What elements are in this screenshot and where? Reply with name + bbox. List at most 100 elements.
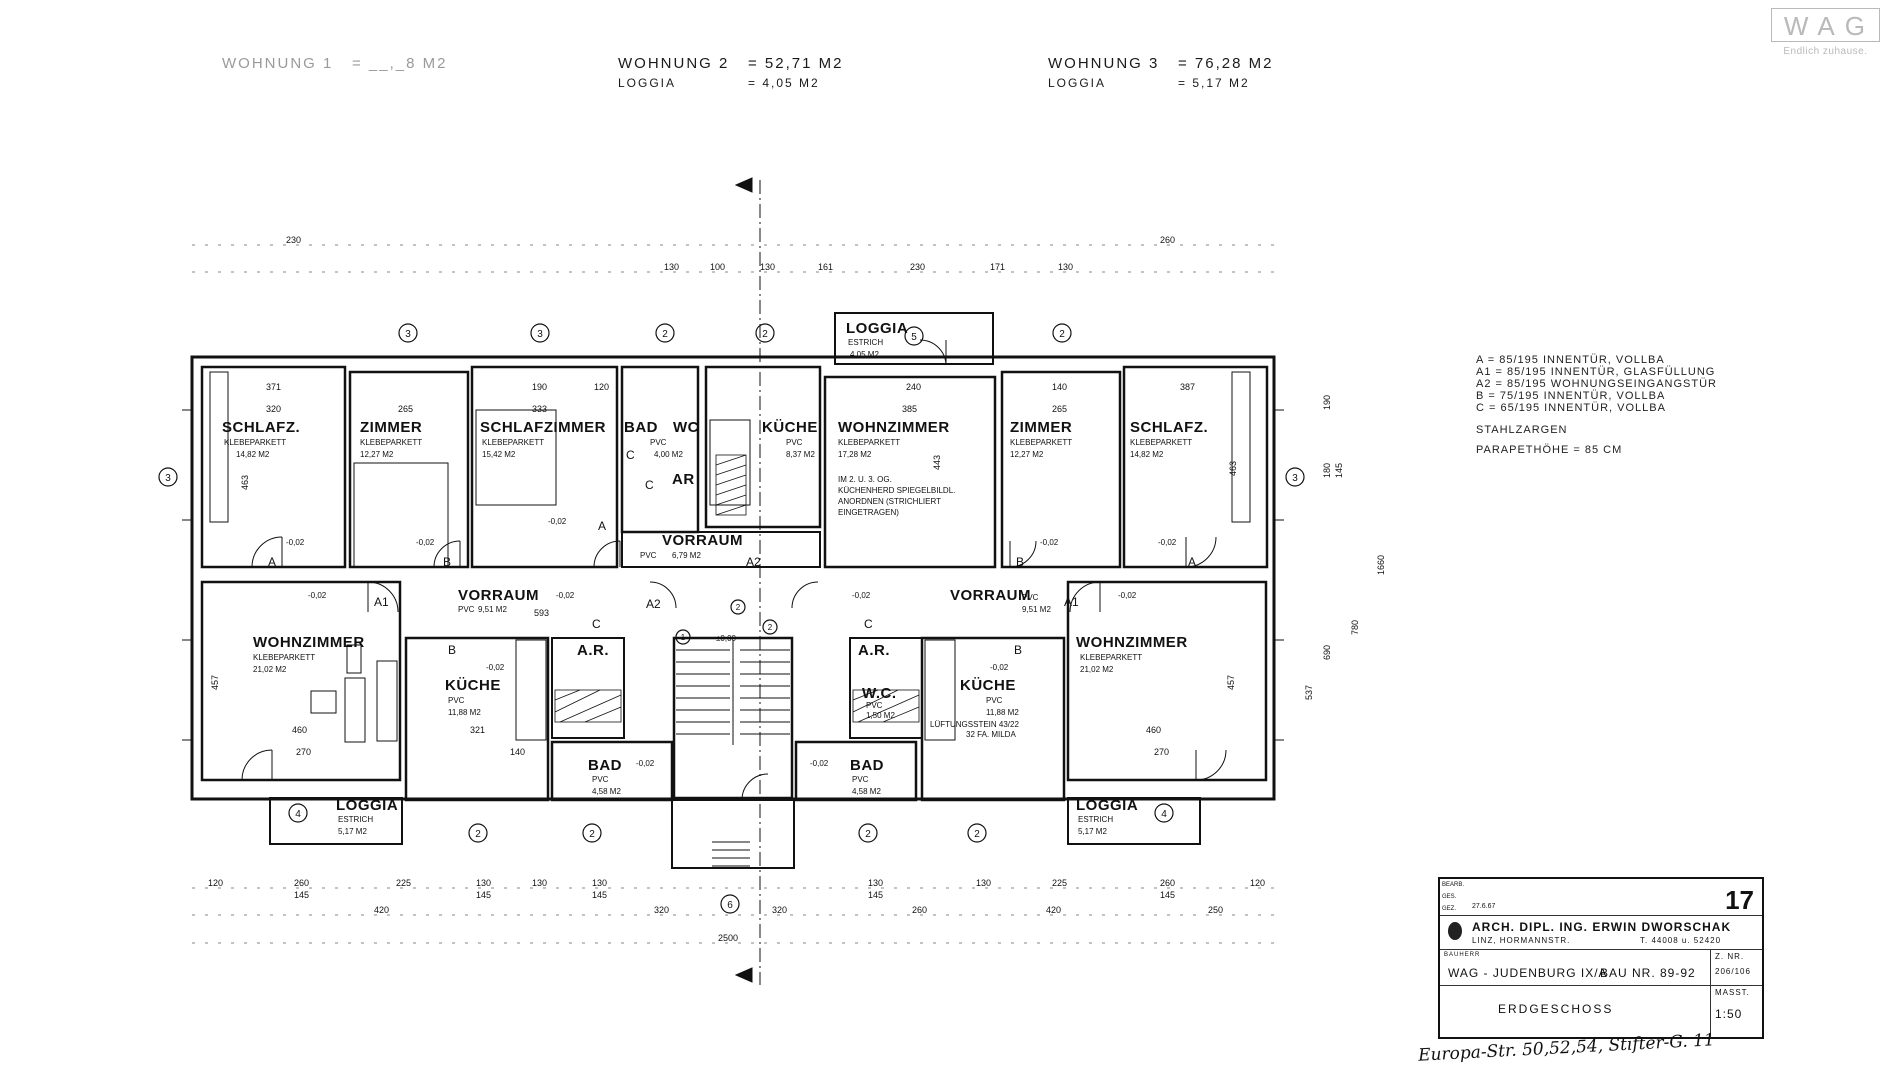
floor-schlafz-left: KLEBEPARKETT bbox=[224, 438, 286, 447]
dim-b1s-2: 145 bbox=[476, 890, 491, 900]
label-wc-right: W.C. bbox=[862, 685, 897, 702]
dim-b1s-3: 145 bbox=[592, 890, 607, 900]
label-vorraum-right: VORRAUM bbox=[950, 587, 1031, 604]
bed-schlafzimmer bbox=[475, 409, 557, 506]
label-ar-left: A.R. bbox=[577, 642, 609, 659]
zeichnung-cell: Z. NR. 206/106 bbox=[1710, 950, 1763, 986]
label-wohnzimmer-left: WOHNZIMMER bbox=[253, 634, 365, 651]
door-a-1: A bbox=[268, 555, 276, 569]
room-zimmer-right bbox=[1000, 370, 1122, 569]
dim-side-5: 780 bbox=[1350, 620, 1360, 635]
dim-depth-3: 457 bbox=[1226, 675, 1236, 690]
dim-b1-9: 225 bbox=[1052, 878, 1067, 888]
dimensions-rooms: 371 320 265 190 333 120 385 240 140 265 … bbox=[210, 382, 1238, 757]
dim-top-1: 230 bbox=[286, 235, 301, 245]
architect-name: ARCH. DIPL. ING. ERWIN DWORSCHAK bbox=[1472, 920, 1732, 934]
header-unit3-loggia-area: = 5,17 M2 bbox=[1178, 76, 1250, 90]
dim-top-2: 130 bbox=[664, 262, 679, 272]
header-unit3-label: WOHNUNG 3 bbox=[1048, 55, 1160, 72]
floor-bad-left: PVC bbox=[592, 775, 609, 784]
row-ges: GES. bbox=[1442, 894, 1457, 900]
area-schlafzimmer: 15,42 M2 bbox=[482, 450, 516, 459]
marker-2g: 2 bbox=[974, 829, 980, 840]
dim-b1-1: 120 bbox=[208, 878, 223, 888]
dim-room-15: 321 bbox=[470, 725, 485, 735]
logo-wordmark: WAG bbox=[1770, 8, 1880, 42]
label-vorraum-top: VORRAUM bbox=[662, 532, 743, 549]
level-marks: -0,02 -0,02 -0,02 -0,02 -0,02 -0,02 -0,0… bbox=[286, 517, 1177, 768]
section-arrow-bottom bbox=[734, 967, 753, 983]
room-zimmer-left bbox=[348, 370, 470, 569]
room-kueche-right bbox=[920, 636, 1066, 802]
floor-loggia-top: ESTRICH bbox=[848, 338, 883, 347]
title-block-rows: BEARB. GES. GEZ. bbox=[1440, 879, 1468, 915]
wardrobe-schlafz-right bbox=[1231, 371, 1251, 523]
label-loggia-left: LOGGIA bbox=[336, 797, 398, 814]
dim-room-10: 265 bbox=[1052, 404, 1067, 414]
door-c-2: C bbox=[626, 448, 635, 462]
door-legend: A = 85/195 INNENTÜR, VOLLBA A1 = 85/195 … bbox=[1476, 354, 1717, 456]
area-vorraum-top: 6,79 M2 bbox=[672, 551, 701, 560]
area-schlafz-right: 14,82 M2 bbox=[1130, 450, 1164, 459]
room-kueche-top bbox=[704, 365, 822, 529]
dim-room-13: 270 bbox=[296, 747, 311, 757]
level-11: -0,02 bbox=[990, 663, 1009, 672]
label-kueche-top: KÜCHE bbox=[762, 419, 818, 436]
note-kueche-right-1: LÜFTUNGSSTEIN 43/22 bbox=[930, 720, 1019, 729]
marker-2h: 2 bbox=[736, 603, 741, 612]
plan-row: ERDGESCHOSS MASST. 1:50 bbox=[1440, 985, 1762, 1038]
dim-b1s-5: 145 bbox=[1160, 890, 1175, 900]
door-c-4: C bbox=[864, 617, 873, 631]
cabinet-left bbox=[376, 660, 398, 742]
door-b-1: B bbox=[443, 555, 451, 569]
row-gez: GEZ. bbox=[1442, 906, 1457, 912]
floor-wc-right: PVC bbox=[866, 701, 883, 710]
marker-2f: 2 bbox=[865, 829, 871, 840]
dim-room-6: 120 bbox=[594, 382, 609, 392]
dim-b1-6: 130 bbox=[592, 878, 607, 888]
sheet-number: 17 bbox=[1725, 885, 1754, 915]
floor-wohnzimmer-left: KLEBEPARKETT bbox=[253, 653, 315, 662]
level-5: -0,02 bbox=[1158, 538, 1177, 547]
floor-kueche-left: PVC bbox=[448, 696, 465, 705]
door-a2-left: A2 bbox=[646, 597, 661, 611]
label-wohnzimmer-right: WOHNZIMMER bbox=[1076, 634, 1188, 651]
dim-room-17: 460 bbox=[1146, 725, 1161, 735]
stair-level: ±0,00 bbox=[716, 634, 737, 643]
loggia-left bbox=[269, 797, 403, 845]
loggia-right bbox=[1067, 797, 1201, 845]
area-loggia-left: 5,17 M2 bbox=[338, 827, 367, 836]
stairwell bbox=[672, 636, 794, 800]
marker-4b: 4 bbox=[1161, 809, 1167, 820]
dim-room-8: 240 bbox=[906, 382, 921, 392]
door-codes: A B A C C B A A1 A1 A2 A2 B C B C bbox=[268, 448, 1196, 657]
dim-room-14: 593 bbox=[534, 608, 549, 618]
floor-vorraum-left: PVC bbox=[458, 605, 475, 614]
dim-b1-3: 225 bbox=[396, 878, 411, 888]
dim-b2-5: 420 bbox=[1046, 905, 1061, 915]
dim-b2-6: 250 bbox=[1208, 905, 1223, 915]
plan-name: ERDGESCHOSS bbox=[1498, 1002, 1614, 1016]
dim-b2-2: 320 bbox=[654, 905, 669, 915]
architect-seal-icon bbox=[1448, 922, 1462, 940]
note-wohnzimmer-2: KÜCHENHERD SPIEGELBILDL. bbox=[838, 486, 955, 495]
dim-top-3: 100 bbox=[710, 262, 725, 272]
header-unit1-label: WOHNUNG 1 bbox=[222, 55, 334, 72]
label-kueche-right: KÜCHE bbox=[960, 677, 1016, 694]
floor-wohnzimmer-right: KLEBEPARKETT bbox=[1080, 653, 1142, 662]
floor-bad-top: PVC bbox=[650, 438, 667, 447]
area-zimmer-right: 12,27 M2 bbox=[1010, 450, 1044, 459]
dimensions-bottom: 120 260 225 130 130 130 130 130 225 260 … bbox=[208, 878, 1265, 943]
stair-treads bbox=[676, 640, 790, 867]
room-wohnzimmer-right bbox=[1066, 580, 1268, 782]
bed-zimmer-left bbox=[353, 462, 449, 568]
architect-address: LINZ, HORMANNSTR. bbox=[1472, 936, 1571, 945]
floor-zimmer-left: KLEBEPARKETT bbox=[360, 438, 422, 447]
label-schlafz-left: SCHLAFZ. bbox=[222, 419, 300, 436]
dim-b1-2: 260 bbox=[294, 878, 309, 888]
door-c-3: C bbox=[592, 617, 601, 631]
table-left bbox=[310, 690, 337, 714]
area-kueche-top: 8,37 M2 bbox=[786, 450, 815, 459]
header-unit3-area: = 76,28 M2 bbox=[1178, 55, 1274, 72]
